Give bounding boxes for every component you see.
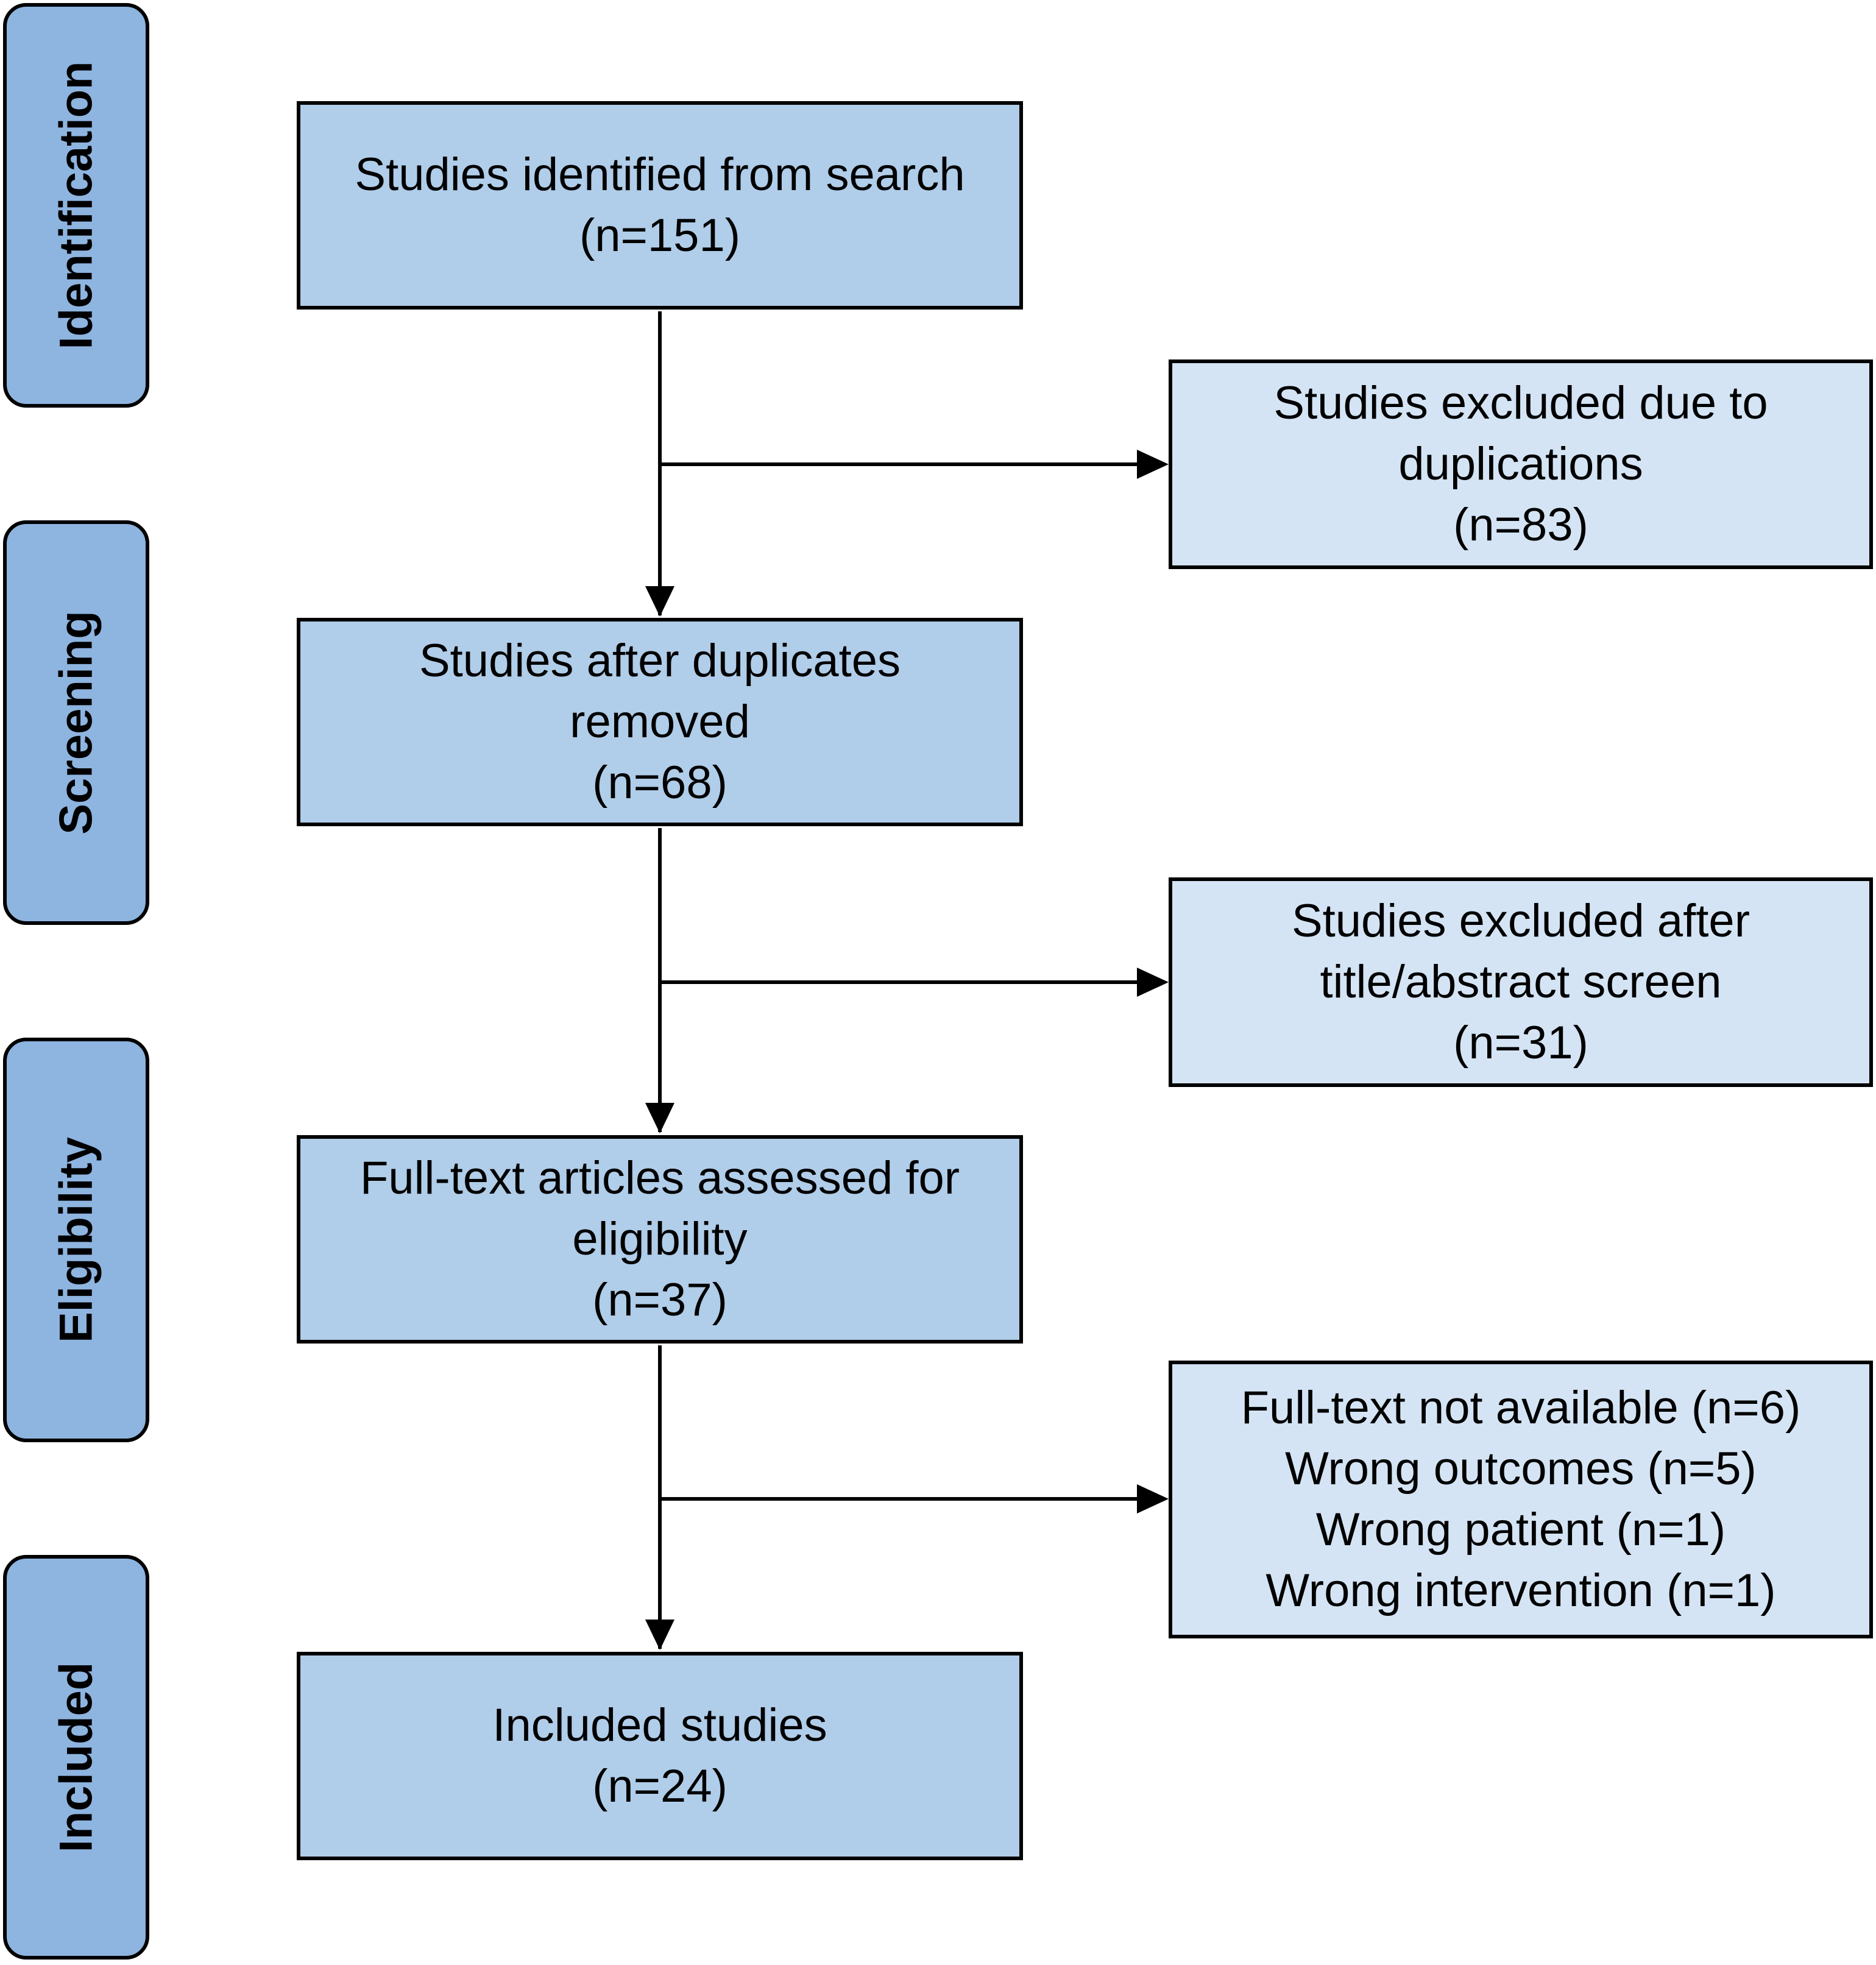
box-excluded-title-abstract: Studies excluded after title/abstract sc… <box>1169 877 1873 1087</box>
stage-label: Screening <box>50 611 102 835</box>
arrowhead-down-3 <box>645 1620 674 1650</box>
exclusion-reason: Full-text not available (n=6) <box>1241 1382 1801 1434</box>
arrowhead-down-2 <box>645 1103 674 1133</box>
exclusion-reason: Wrong patient (n=1) <box>1315 1504 1726 1556</box>
box-text-line: duplications <box>1398 438 1643 490</box>
stage-label: Included <box>50 1662 102 1853</box>
arrowhead-right-2 <box>1137 968 1169 997</box>
stage-label: Identification <box>50 61 102 350</box>
box-text-line: Studies excluded after <box>1291 895 1750 947</box>
box-excluded-duplications: Studies excluded due to duplications (n=… <box>1169 359 1873 569</box>
box-text-line: Studies excluded due to <box>1273 377 1768 429</box>
exclusion-reason: Wrong intervention (n=1) <box>1265 1565 1776 1616</box>
box-text-line: Studies after duplicates <box>419 635 901 687</box>
stage-included: Included <box>3 1555 149 1960</box>
stage-identification: Identification <box>3 3 149 408</box>
box-text-line: Full-text articles assessed for <box>359 1152 960 1204</box>
box-fulltext-assessed: Full-text articles assessed for eligibil… <box>297 1135 1023 1344</box>
box-text-line: Studies identified from search <box>355 149 965 200</box>
box-count: (n=37) <box>592 1274 727 1326</box>
exclusion-reason: Wrong outcomes (n=5) <box>1285 1443 1757 1495</box>
arrowhead-down-1 <box>645 586 674 617</box>
arrowhead-right-1 <box>1137 450 1169 479</box>
box-included-studies: Included studies (n=24) <box>297 1652 1023 1860</box>
box-text-line: Included studies <box>492 1699 827 1751</box>
box-count: (n=68) <box>592 757 727 809</box>
stage-screening: Screening <box>3 520 149 925</box>
box-text-line: eligibility <box>572 1213 748 1265</box>
box-text-line: removed <box>570 696 750 748</box>
box-text-line: title/abstract screen <box>1320 956 1722 1008</box>
box-excluded-fulltext-reasons: Full-text not available (n=6) Wrong outc… <box>1169 1361 1873 1638</box>
box-count: (n=31) <box>1453 1017 1588 1069</box>
box-after-duplicates-removed: Studies after duplicates removed (n=68) <box>297 618 1023 826</box>
stage-eligibility: Eligibility <box>3 1038 149 1442</box>
box-studies-identified: Studies identified from search (n=151) <box>297 101 1023 310</box>
stage-label: Eligibility <box>50 1137 102 1343</box>
box-count: (n=151) <box>579 210 741 261</box>
box-count: (n=24) <box>592 1760 727 1812</box>
arrowhead-right-3 <box>1137 1484 1169 1514</box>
box-count: (n=83) <box>1453 499 1588 551</box>
